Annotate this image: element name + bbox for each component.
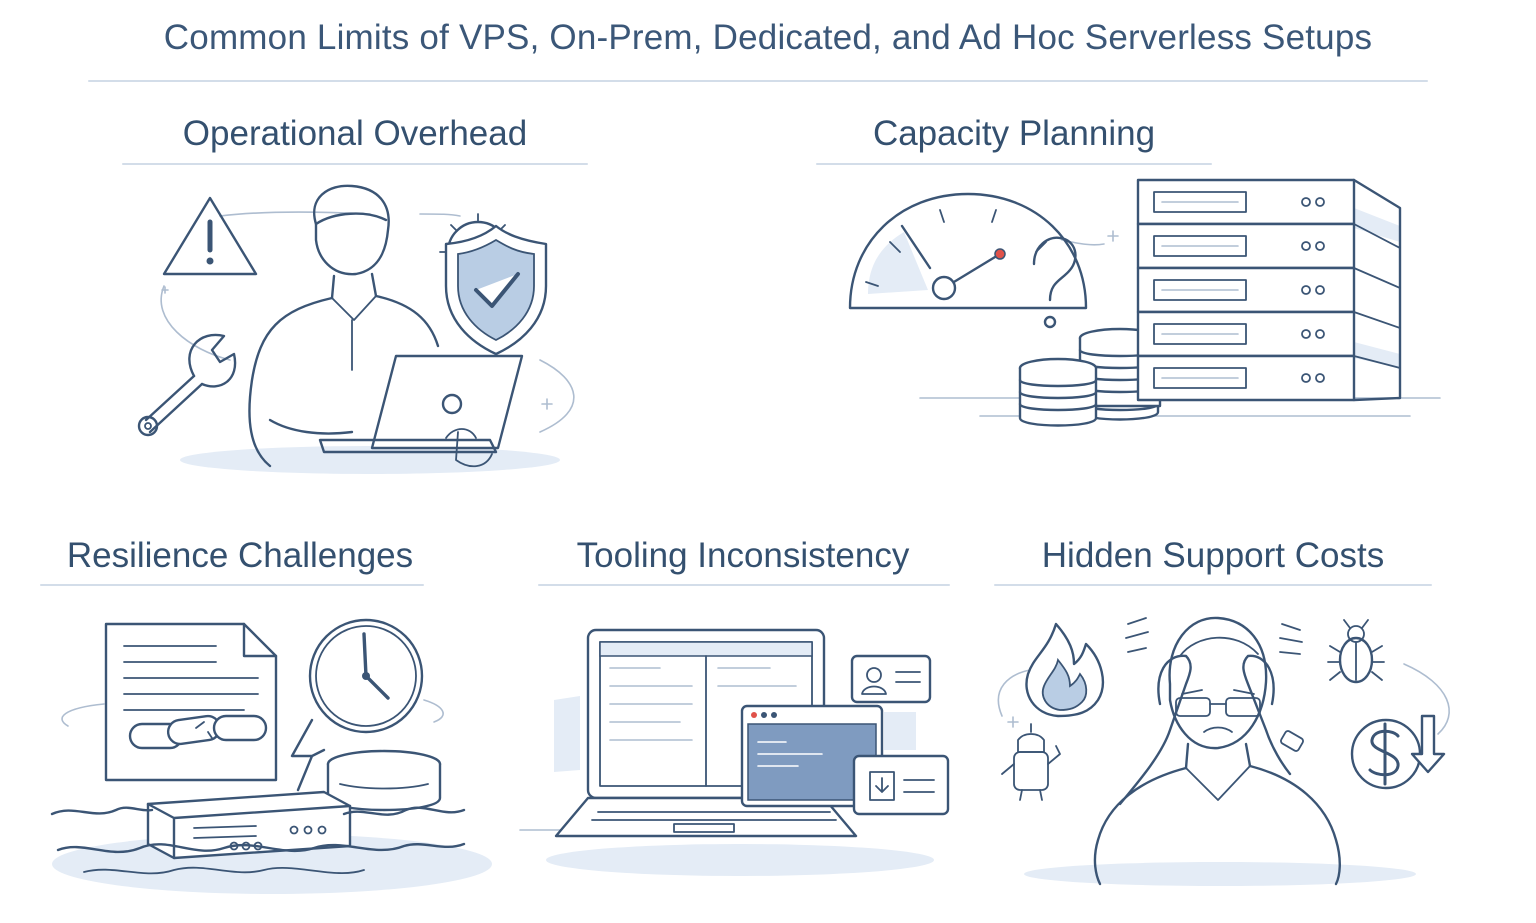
- document-icon: [106, 624, 276, 780]
- tooling-inconsistency-illustration: [540, 620, 960, 876]
- fire-icon: [1026, 624, 1102, 716]
- section-underline: [994, 584, 1432, 586]
- user-card-icon: [852, 656, 930, 702]
- disk-icon: [328, 751, 440, 810]
- title-underline: [88, 80, 1428, 82]
- server-rack-icon: [1138, 180, 1400, 400]
- broken-robot-icon: [1002, 724, 1060, 800]
- hidden-support-costs-illustration: [990, 604, 1470, 886]
- section-underline: [538, 584, 950, 586]
- section-heading-capacity-planning: Capacity Planning: [872, 114, 1156, 153]
- shield-check-icon: [446, 226, 546, 354]
- section-underline: [40, 584, 424, 586]
- section-heading-operational-overhead: Operational Overhead: [182, 114, 528, 153]
- gauge-icon: [850, 194, 1086, 308]
- stressed-person-icon: [1095, 618, 1340, 884]
- dollar-down-icon: [1352, 716, 1444, 788]
- question-mark-icon: [1034, 238, 1075, 327]
- capacity-planning-illustration: [840, 172, 1460, 432]
- clock-icon: [310, 620, 422, 732]
- section-underline: [122, 163, 588, 165]
- section-underline: [816, 163, 1212, 165]
- section-heading-tooling-inconsistency: Tooling Inconsistency: [576, 536, 910, 575]
- lightning-icon: [292, 720, 324, 790]
- laptop-icon: [320, 356, 522, 466]
- server-box-icon: [148, 792, 350, 858]
- bug-icon: [1328, 620, 1384, 682]
- wrench-icon: [139, 335, 235, 435]
- flood-water-icon: [52, 808, 464, 874]
- resilience-challenges-illustration: [44, 600, 492, 894]
- operational-overhead-illustration: [120, 170, 600, 474]
- download-card-icon: [854, 756, 948, 814]
- page-title: Common Limits of VPS, On-Prem, Dedicated…: [163, 18, 1373, 57]
- section-heading-resilience-challenges: Resilience Challenges: [66, 536, 414, 575]
- person-icon: [249, 186, 438, 466]
- broken-chain-icon: [130, 714, 266, 748]
- warning-icon: [164, 198, 256, 274]
- section-heading-hidden-support-costs: Hidden Support Costs: [1041, 536, 1385, 575]
